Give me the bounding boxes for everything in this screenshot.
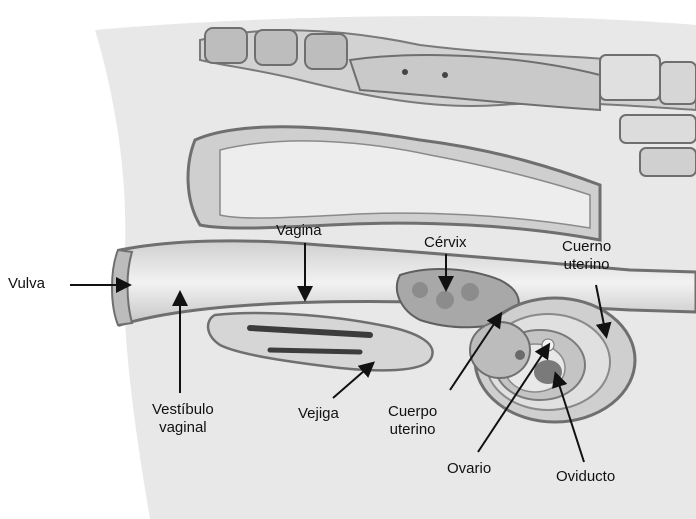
label-cuerno-line1: Cuerno bbox=[562, 238, 611, 256]
label-cervix: Cérvix bbox=[424, 234, 467, 252]
label-vestibulo-vaginal: Vestíbulo vaginal bbox=[152, 401, 214, 437]
label-vestibulo-line2: vaginal bbox=[152, 419, 214, 437]
label-vejiga: Vejiga bbox=[298, 405, 339, 423]
label-vagina: Vagina bbox=[276, 222, 322, 240]
label-cuerpo-line1: Cuerpo bbox=[388, 403, 437, 421]
label-cuerpo-line2: uterino bbox=[388, 421, 437, 439]
label-cuerno-line2: uterino bbox=[562, 256, 611, 274]
label-ovario: Ovario bbox=[447, 460, 491, 478]
label-vestibulo-line1: Vestíbulo bbox=[152, 401, 214, 419]
label-cuerpo-uterino: Cuerpo uterino bbox=[388, 403, 437, 439]
label-oviducto: Oviducto bbox=[556, 468, 615, 486]
label-cuerno-uterino: Cuerno uterino bbox=[562, 238, 611, 274]
label-vulva: Vulva bbox=[8, 275, 45, 293]
